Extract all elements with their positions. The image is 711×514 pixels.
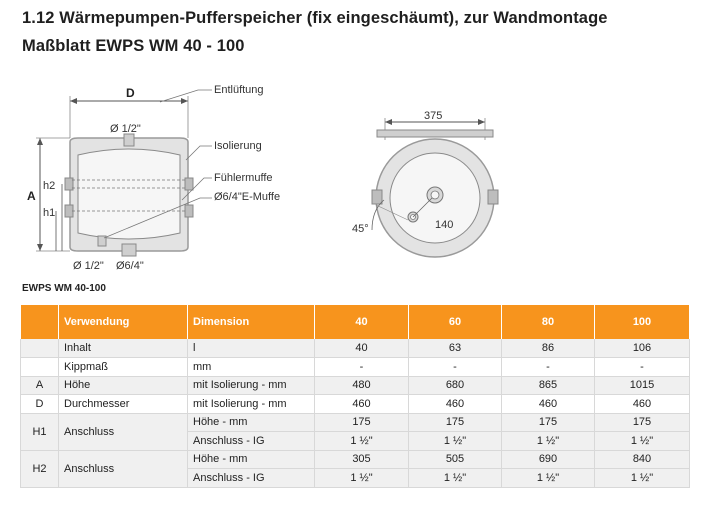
technical-drawing: D A h2 h1 Ø 1/2" Ø 1/2" Ø xyxy=(27,84,499,272)
spec-table: Verwendung Dimension 40 60 80 100 Inhalt… xyxy=(20,305,690,488)
cell-value: 305 xyxy=(314,450,409,469)
cell-dimension: mm xyxy=(187,357,315,377)
cell-value: 1 ½" xyxy=(408,431,502,451)
cell-usage: Inhalt xyxy=(58,339,188,358)
dim-375-label: 375 xyxy=(424,110,442,122)
top-view: 375 140 45° xyxy=(352,110,499,258)
cell-usage: Höhe xyxy=(58,376,188,395)
cell-value: 40 xyxy=(314,339,409,358)
cell-value: 460 xyxy=(408,394,502,414)
cell-dimension: Anschluss - IG xyxy=(187,468,315,488)
cell-value: - xyxy=(408,357,502,377)
cell-value: 175 xyxy=(408,413,502,432)
header-size-100: 100 xyxy=(594,305,690,339)
cell-dimension: Höhe - mm xyxy=(187,450,315,469)
cell-value: 505 xyxy=(408,450,502,469)
table-row: Inhalt l 40 63 86 106 xyxy=(20,339,690,358)
cell-dimension: Höhe - mm xyxy=(187,413,315,432)
bottom-pipe-left-label: Ø 1/2" xyxy=(73,260,104,272)
cell-usage: Kippmaß xyxy=(58,357,188,377)
table-row: H2 Anschluss Höhe - mm 305 505 690 840 xyxy=(20,450,690,488)
callout-insulation: Isolierung xyxy=(214,140,262,152)
cell-value: 1 ½" xyxy=(594,431,690,451)
cell-value: 460 xyxy=(314,394,409,414)
cell-dimension: mit Isolierung - mm xyxy=(187,394,315,414)
dim-h2-label: h2 xyxy=(43,180,55,192)
callout-emuffe: Ø6/4"E-Muffe xyxy=(214,191,280,203)
header-size-40: 40 xyxy=(314,305,409,339)
header-size-80: 80 xyxy=(501,305,595,339)
cell-value: - xyxy=(314,357,409,377)
table-row: D Durchmesser mit Isolierung - mm 460 46… xyxy=(20,394,690,414)
cell-code: H1 xyxy=(20,413,59,451)
table-header-row: Verwendung Dimension 40 60 80 100 xyxy=(20,305,690,339)
cell-dimension: Anschluss - IG xyxy=(187,431,315,451)
page-title: 1.12 Wärmepumpen-Pufferspeicher (fix ein… xyxy=(22,9,608,27)
cell-value: - xyxy=(594,357,690,377)
table-section-label: EWPS WM 40-100 xyxy=(22,283,106,294)
cell-value: 1 ½" xyxy=(501,468,595,488)
cell-value: 86 xyxy=(501,339,595,358)
callout-sensor: Fühlermuffe xyxy=(214,172,273,184)
cell-value: - xyxy=(501,357,595,377)
cell-value: 175 xyxy=(594,413,690,432)
table-row: H1 Anschluss Höhe - mm 175 175 175 175 xyxy=(20,413,690,451)
cell-value: 175 xyxy=(501,413,595,432)
dim-h1-label: h1 xyxy=(43,207,55,219)
cell-value: 1 ½" xyxy=(408,468,502,488)
header-size-60: 60 xyxy=(408,305,502,339)
top-pipe-label: Ø 1/2" xyxy=(110,123,141,135)
cell-value: 480 xyxy=(314,376,409,395)
cell-usage: Anschluss xyxy=(58,413,188,451)
cell-value: 1015 xyxy=(594,376,690,395)
cell-value: 1 ½" xyxy=(501,431,595,451)
cell-value: 1 ½" xyxy=(594,468,690,488)
cell-value: 1 ½" xyxy=(314,431,409,451)
cell-code: H2 xyxy=(20,450,59,488)
cell-value: 840 xyxy=(594,450,690,469)
table-row: A Höhe mit Isolierung - mm 480 680 865 1… xyxy=(20,376,690,395)
table-row: Kippmaß mm - - - - xyxy=(20,357,690,377)
callout-vent: Entlüftung xyxy=(214,84,264,96)
cell-code: D xyxy=(20,394,59,414)
angle-45-label: 45° xyxy=(352,223,369,235)
cell-code xyxy=(20,357,59,377)
cell-value: 460 xyxy=(501,394,595,414)
cell-usage: Anschluss xyxy=(58,450,188,488)
dim-d-label: D xyxy=(126,86,135,100)
dim-140-label: 140 xyxy=(435,219,453,231)
cell-code: A xyxy=(20,376,59,395)
bottom-pipe-right-label: Ø6/4" xyxy=(116,260,144,272)
cell-usage: Durchmesser xyxy=(58,394,188,414)
header-code xyxy=(20,305,59,339)
table-row: Anschluss - IG 1 ½" 1 ½" 1 ½" 1 ½" xyxy=(21,431,690,451)
header-usage: Verwendung xyxy=(58,305,188,339)
cell-dimension: mit Isolierung - mm xyxy=(187,376,315,395)
page-subtitle: Maßblatt EWPS WM 40 - 100 xyxy=(22,37,245,55)
cell-value: 106 xyxy=(594,339,690,358)
cell-value: 175 xyxy=(314,413,409,432)
cell-code xyxy=(20,339,59,358)
side-view: D A h2 h1 Ø 1/2" Ø 1/2" Ø xyxy=(27,84,280,272)
cell-value: 1 ½" xyxy=(314,468,409,488)
cell-value: 63 xyxy=(408,339,502,358)
cell-value: 680 xyxy=(408,376,502,395)
cell-value: 460 xyxy=(594,394,690,414)
cell-dimension: l xyxy=(187,339,315,358)
cell-value: 865 xyxy=(501,376,595,395)
cell-value: 690 xyxy=(501,450,595,469)
dim-a-label: A xyxy=(27,189,36,203)
header-dimension: Dimension xyxy=(187,305,315,339)
table-row: Anschluss - IG 1 ½" 1 ½" 1 ½" 1 ½" xyxy=(21,468,690,488)
